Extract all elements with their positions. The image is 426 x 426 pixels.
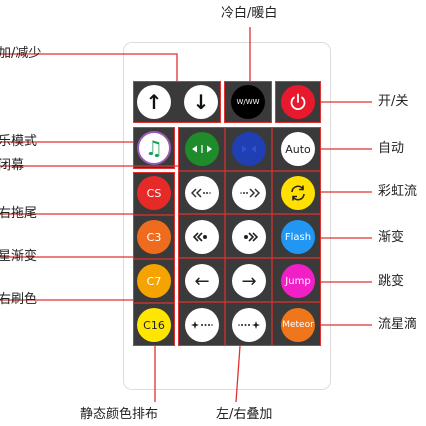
tail-right-button[interactable]	[232, 176, 266, 210]
power-button[interactable]	[281, 85, 315, 119]
label-curtain: 闭幕	[0, 158, 25, 173]
meteor-button[interactable]: Meteor	[281, 308, 315, 342]
curtain-green-button[interactable]	[185, 132, 219, 166]
close-in-icon	[242, 145, 256, 153]
label-meteor-fade: 星渐变	[0, 249, 38, 264]
overlay-right-button[interactable]	[232, 308, 266, 342]
star-right-icon	[238, 321, 260, 329]
label-on-off: 开/关	[378, 94, 409, 109]
tail-left-icon	[191, 188, 211, 198]
cs-button[interactable]: CS	[137, 176, 171, 210]
overlay-left-button[interactable]	[185, 308, 219, 342]
label-music-mode: 乐模式	[0, 134, 38, 149]
label-cold-warm: 冷白/暖白	[221, 6, 278, 21]
label-brush: 右刷色	[0, 292, 38, 307]
label-static-layout: 静态颜色排布	[80, 407, 159, 422]
label-overlay: 左/右叠加	[216, 407, 273, 422]
flash-button[interactable]: Flash	[281, 220, 315, 254]
music-mode-button[interactable]: ♫	[137, 131, 171, 165]
brightness-up-button[interactable]: ↑	[137, 85, 171, 119]
label-gradient: 渐变	[378, 230, 405, 245]
white-toggle-button[interactable]: W/WW	[231, 85, 265, 119]
gradient-in-button[interactable]	[185, 220, 219, 254]
label-auto: 自动	[378, 141, 405, 156]
label-tail: 右拖尾	[0, 206, 38, 221]
curtain-blue-button[interactable]	[232, 132, 266, 166]
burst-out-icon	[244, 232, 259, 242]
star-left-icon	[191, 321, 213, 329]
auto-button[interactable]: Auto	[281, 132, 315, 166]
tail-right-icon	[240, 188, 260, 198]
c16-button[interactable]: C16	[137, 308, 171, 342]
label-jump: 跳变	[378, 274, 405, 289]
c7-button[interactable]: C7	[137, 264, 171, 298]
brightness-down-button[interactable]: ↓	[184, 85, 218, 119]
jump-button[interactable]: Jump	[281, 264, 315, 298]
arrow-right-button[interactable]: →	[232, 264, 266, 298]
arrow-left-button[interactable]: ←	[185, 264, 219, 298]
label-rainbow: 彩虹流	[378, 184, 418, 199]
tail-left-button[interactable]	[185, 176, 219, 210]
open-close-icon	[192, 145, 212, 153]
cycle-icon	[291, 185, 305, 201]
label-meteor: 流星滴	[378, 317, 418, 332]
c3-button[interactable]: C3	[137, 220, 171, 254]
label-brightness: 加/减少	[0, 46, 42, 61]
power-icon	[290, 93, 306, 111]
burst-in-icon	[192, 232, 207, 242]
rainbow-button[interactable]	[281, 176, 315, 210]
gradient-out-button[interactable]	[232, 220, 266, 254]
